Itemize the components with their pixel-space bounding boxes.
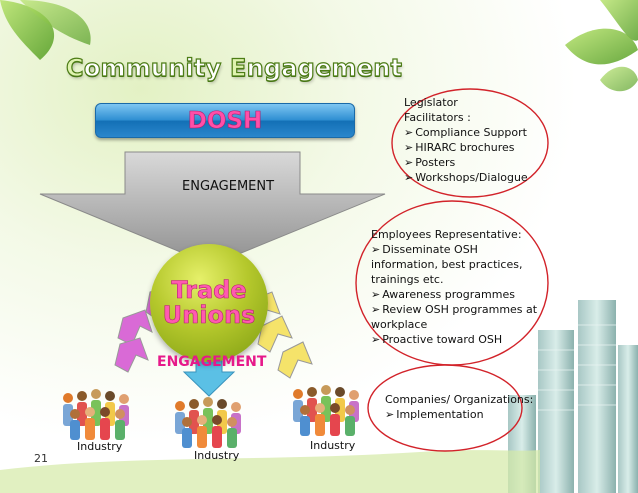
list-item: Posters <box>404 155 554 170</box>
companies-heading: Companies/ Organizations: <box>385 393 534 406</box>
engagement-funnel <box>39 151 386 266</box>
companies-block: Companies/ Organizations: Implementation <box>385 392 545 422</box>
list-item: Workshops/Dialogue <box>404 170 554 185</box>
engagement-top-label: ENGAGEMENT <box>182 179 275 194</box>
industry-people-icon-2 <box>175 397 241 448</box>
leaf-right-icon <box>565 0 638 92</box>
title-rest-2: ngagement <box>246 53 403 82</box>
title-first-letter: C <box>65 53 84 82</box>
employees-list: Disseminate OSH information, best practi… <box>371 242 546 347</box>
list-item: Awareness programmes <box>371 287 546 302</box>
list-item: Disseminate OSH information, best practi… <box>371 242 546 287</box>
legislator-list: Compliance Support HIRARC brochures Post… <box>404 125 554 185</box>
industry-label-1: Industry <box>77 440 123 453</box>
slide-title: Community Engagement <box>65 53 403 82</box>
dosh-box: DOSH <box>95 103 355 138</box>
leaf-left-icon <box>0 0 91 60</box>
companies-list: Implementation <box>385 407 545 422</box>
title-second-letter: E <box>229 53 247 82</box>
employees-block: Employees Representative: Disseminate OS… <box>371 227 546 347</box>
industry-people-icon-3 <box>293 385 359 436</box>
industry-label-3: Industry <box>310 439 356 452</box>
facilitators-heading: Facilitators : <box>404 111 471 124</box>
trade-unions-sphere: Trade Unions <box>150 244 268 362</box>
industry-people-icon-1 <box>63 389 129 440</box>
trade-unions-line1: Trade <box>171 275 247 304</box>
trade-unions-line2: Unions <box>162 301 256 329</box>
legislator-block: Legislator Facilitators : Compliance Sup… <box>404 95 554 185</box>
list-item: Implementation <box>385 407 545 422</box>
title-rest-1: ommunity <box>83 53 231 82</box>
list-item: Compliance Support <box>404 125 554 140</box>
list-item: HIRARC brochures <box>404 140 554 155</box>
dosh-label: DOSH <box>187 107 263 134</box>
engagement-bottom-label: ENGAGEMENT <box>157 354 267 370</box>
legislator-heading: Legislator <box>404 96 458 109</box>
employees-heading: Employees Representative: <box>371 228 522 241</box>
list-item: Review OSH programmes at workplace <box>371 302 546 332</box>
page-number: 21 <box>34 452 48 465</box>
list-item: Proactive toward OSH <box>371 332 546 347</box>
industry-label-2: Industry <box>194 449 240 462</box>
